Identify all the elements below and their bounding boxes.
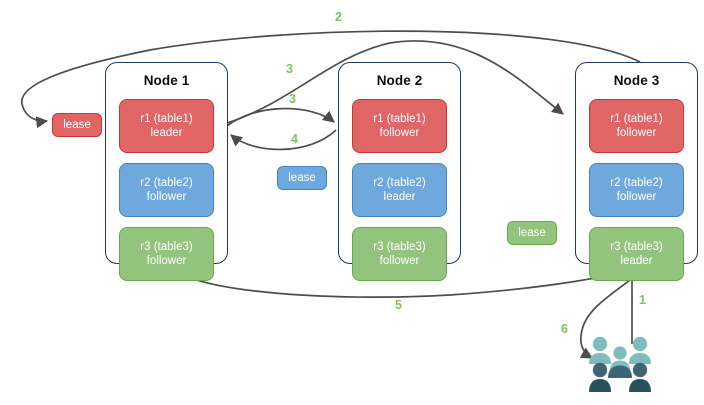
- edge-step-3-to-node2: [226, 107, 335, 127]
- replica-role-label: follower: [379, 127, 420, 139]
- replica-r3[interactable]: r3 (table3) leader: [589, 227, 684, 281]
- replica-range-label: r2 (table2): [610, 176, 663, 189]
- step-label-1: 1: [639, 293, 646, 307]
- replica-r2[interactable]: r2 (table2) leader: [352, 163, 447, 217]
- replica-range-label: r3 (table3): [610, 240, 663, 253]
- node-title: Node 3: [613, 73, 660, 88]
- replica-role-label: follower: [379, 255, 420, 267]
- replica-range-label: r3 (table3): [140, 240, 193, 253]
- node-box-node3[interactable]: Node 3 r1 (table1) follower r2 (table2) …: [575, 62, 698, 281]
- replica-role-label: follower: [146, 255, 187, 267]
- replica-r1[interactable]: r1 (table1) follower: [352, 99, 447, 153]
- edge-step-4: [230, 129, 337, 151]
- replica-role-label: follower: [616, 191, 657, 203]
- step-label-2: 2: [335, 10, 342, 24]
- step-label-5: 5: [395, 298, 402, 312]
- step-label-4: 4: [291, 132, 298, 146]
- replica-range-label: r2 (table2): [140, 176, 193, 189]
- node-box-node2[interactable]: Node 2 r1 (table1) follower r2 (table2) …: [338, 62, 461, 281]
- lease-label: lease: [518, 227, 546, 239]
- replica-range-label: r1 (table1): [373, 112, 426, 125]
- replica-r3[interactable]: r3 (table3) follower: [352, 227, 447, 281]
- step-label-3-lower: 3: [289, 92, 296, 106]
- replica-range-label: r3 (table3): [373, 240, 426, 253]
- replica-range-label: r1 (table1): [140, 112, 193, 125]
- replica-r1[interactable]: r1 (table1) leader: [119, 99, 214, 153]
- replica-range-label: r2 (table2): [373, 176, 426, 189]
- replica-role-label: leader: [383, 191, 416, 203]
- replica-role-label: leader: [620, 255, 653, 267]
- lease-label: lease: [63, 119, 91, 131]
- people-group-icon: [589, 336, 651, 392]
- node-title: Node 2: [376, 73, 423, 88]
- replica-r2[interactable]: r2 (table2) follower: [589, 163, 684, 217]
- lease-badge-r2[interactable]: lease: [277, 166, 327, 190]
- replica-r2[interactable]: r2 (table2) follower: [119, 163, 214, 217]
- replica-role-label: follower: [146, 191, 187, 203]
- replica-r3[interactable]: r3 (table3) follower: [119, 227, 214, 281]
- replica-r1[interactable]: r1 (table1) follower: [589, 99, 684, 153]
- node-title: Node 1: [143, 73, 190, 88]
- lease-badge-r3[interactable]: lease: [507, 221, 557, 245]
- replica-role-label: follower: [616, 127, 657, 139]
- node-box-node1[interactable]: Node 1 r1 (table1) leader r2 (table2) fo…: [105, 62, 228, 281]
- step-label-3-upper: 3: [286, 62, 293, 76]
- lease-label: lease: [288, 172, 316, 184]
- replica-range-label: r1 (table1): [610, 112, 663, 125]
- replica-role-label: leader: [150, 127, 183, 139]
- lease-badge-r1[interactable]: lease: [52, 113, 102, 137]
- step-label-6: 6: [561, 322, 568, 336]
